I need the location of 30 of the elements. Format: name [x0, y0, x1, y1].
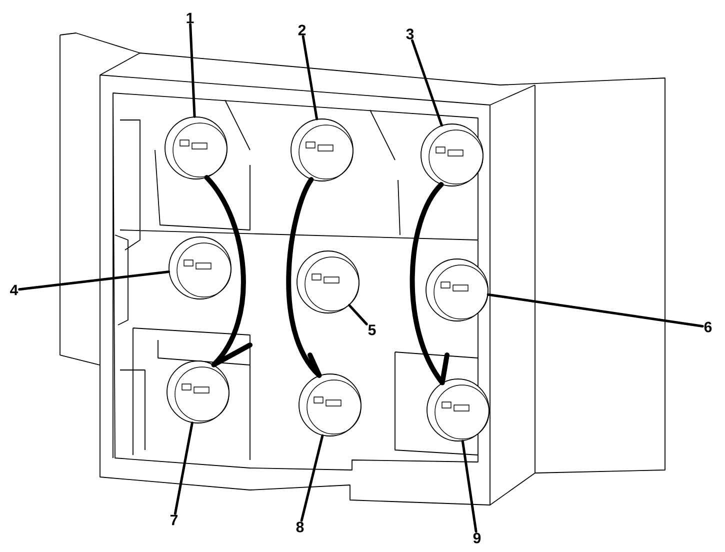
- leader-line: [300, 434, 324, 522]
- leader-line: [302, 35, 318, 120]
- socket: [426, 378, 490, 442]
- leader-line: [18, 270, 170, 291]
- callout-number: 7: [170, 514, 178, 526]
- leader-line: [348, 304, 368, 326]
- socket: [426, 258, 488, 322]
- socket: [290, 118, 354, 182]
- callout-number: 3: [406, 28, 414, 40]
- socket: [164, 116, 228, 180]
- socket: [166, 360, 230, 424]
- callout-number: 6: [704, 322, 712, 332]
- callout-number: 8: [296, 522, 304, 532]
- leader-line: [486, 293, 704, 328]
- wire: [286, 177, 322, 378]
- callout-number: 2: [298, 24, 306, 36]
- socket: [298, 374, 362, 436]
- wire: [410, 182, 450, 386]
- callout-number: 9: [473, 532, 481, 544]
- leader-line: [461, 440, 478, 533]
- leader-line: [174, 422, 194, 515]
- callout-number: 1: [186, 12, 194, 24]
- leader-line: [189, 23, 196, 118]
- socket: [420, 124, 484, 186]
- leader-line: [411, 39, 443, 127]
- callout-number: 4: [10, 284, 18, 296]
- socket: [168, 236, 232, 300]
- callout-number: 5: [368, 324, 376, 336]
- socket: [296, 250, 360, 314]
- wire: [204, 175, 252, 368]
